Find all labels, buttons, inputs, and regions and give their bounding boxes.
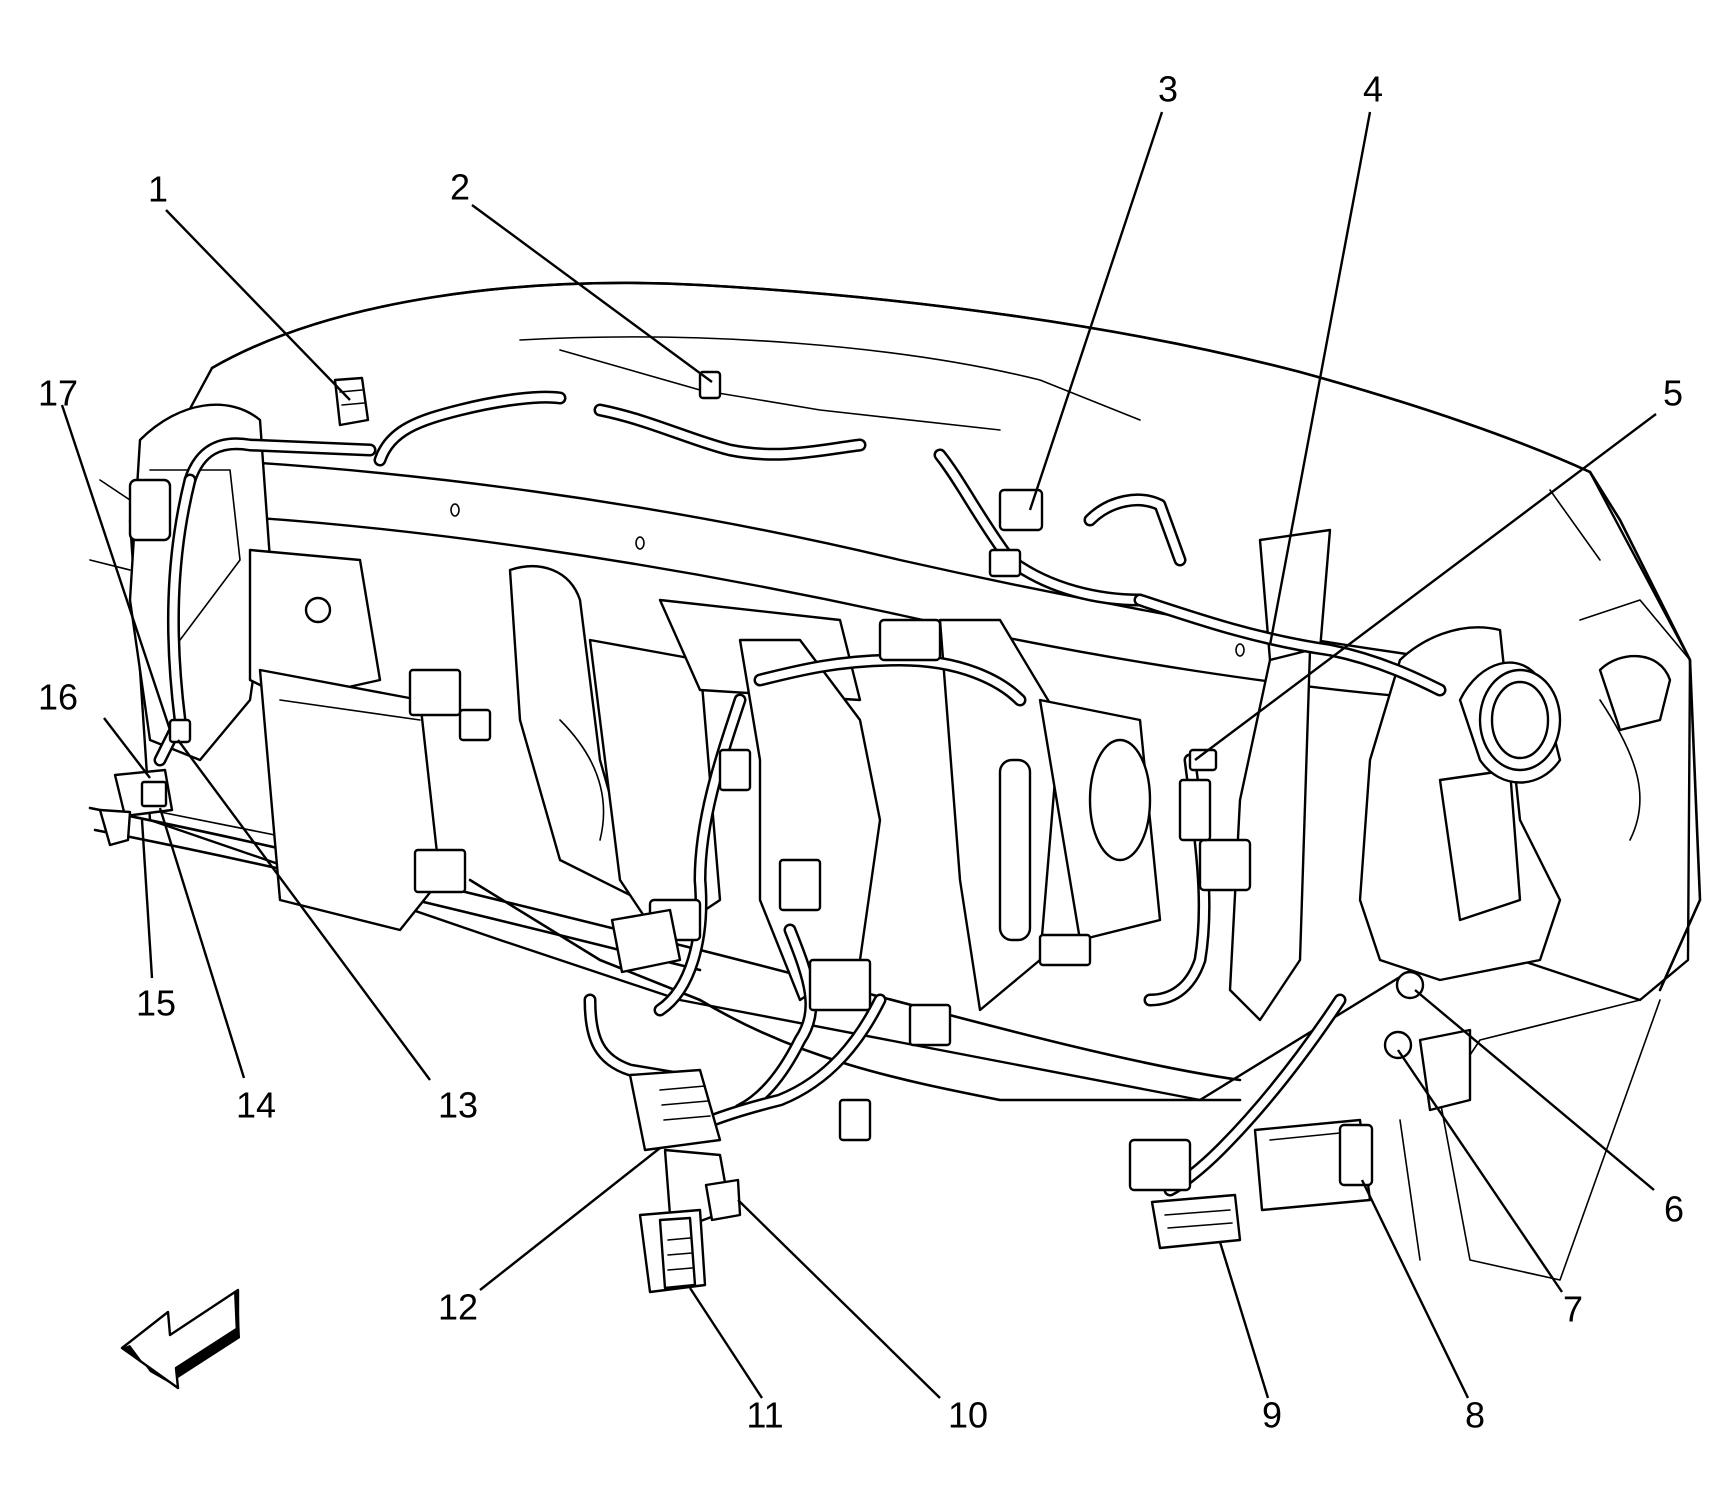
leader-1 <box>165 209 351 401</box>
wiring-harness <box>153 390 1447 1197</box>
leader-6 <box>1414 989 1655 1191</box>
callout-2: 2 <box>450 167 470 208</box>
callout-15: 15 <box>136 983 176 1024</box>
leader-12 <box>479 1147 661 1291</box>
leader-3 <box>1028 111 1164 511</box>
leader-15 <box>140 819 154 979</box>
callout-17: 17 <box>38 373 78 414</box>
leader-9 <box>1218 1241 1270 1399</box>
leader-lines <box>60 111 1657 1399</box>
direction-arrow-icon <box>120 1288 240 1390</box>
connectors <box>98 370 1374 1294</box>
leader-14 <box>158 807 246 1079</box>
leader-17 <box>60 404 172 731</box>
leader-8 <box>1360 1179 1470 1399</box>
leader-2 <box>471 204 713 383</box>
callout-14: 14 <box>236 1085 276 1126</box>
callout-12: 12 <box>438 1287 478 1328</box>
leader-11 <box>688 1287 764 1399</box>
leader-10 <box>737 1199 941 1399</box>
callout-numbers: 1 2 3 4 5 6 7 8 9 10 11 12 13 14 15 16 1… <box>38 69 1684 1436</box>
center-support-brackets <box>258 565 1162 1012</box>
leader-5 <box>1194 413 1657 761</box>
callout-16: 16 <box>38 677 78 718</box>
callout-4: 4 <box>1363 69 1383 110</box>
callout-9: 9 <box>1262 1395 1282 1436</box>
callout-3: 3 <box>1158 69 1178 110</box>
leader-16 <box>103 717 151 779</box>
leader-4 <box>1268 111 1372 646</box>
callout-11: 11 <box>746 1395 783 1436</box>
leader-13 <box>177 739 431 1081</box>
leader-7 <box>1397 1049 1563 1293</box>
callout-5: 5 <box>1663 373 1683 414</box>
callout-13: 13 <box>438 1085 478 1126</box>
callout-7: 7 <box>1563 1289 1583 1330</box>
callout-8: 8 <box>1465 1395 1485 1436</box>
callout-1: 1 <box>148 169 168 210</box>
callout-6: 6 <box>1664 1189 1684 1230</box>
left-end-bracket <box>89 403 382 762</box>
callout-10: 10 <box>948 1395 988 1436</box>
